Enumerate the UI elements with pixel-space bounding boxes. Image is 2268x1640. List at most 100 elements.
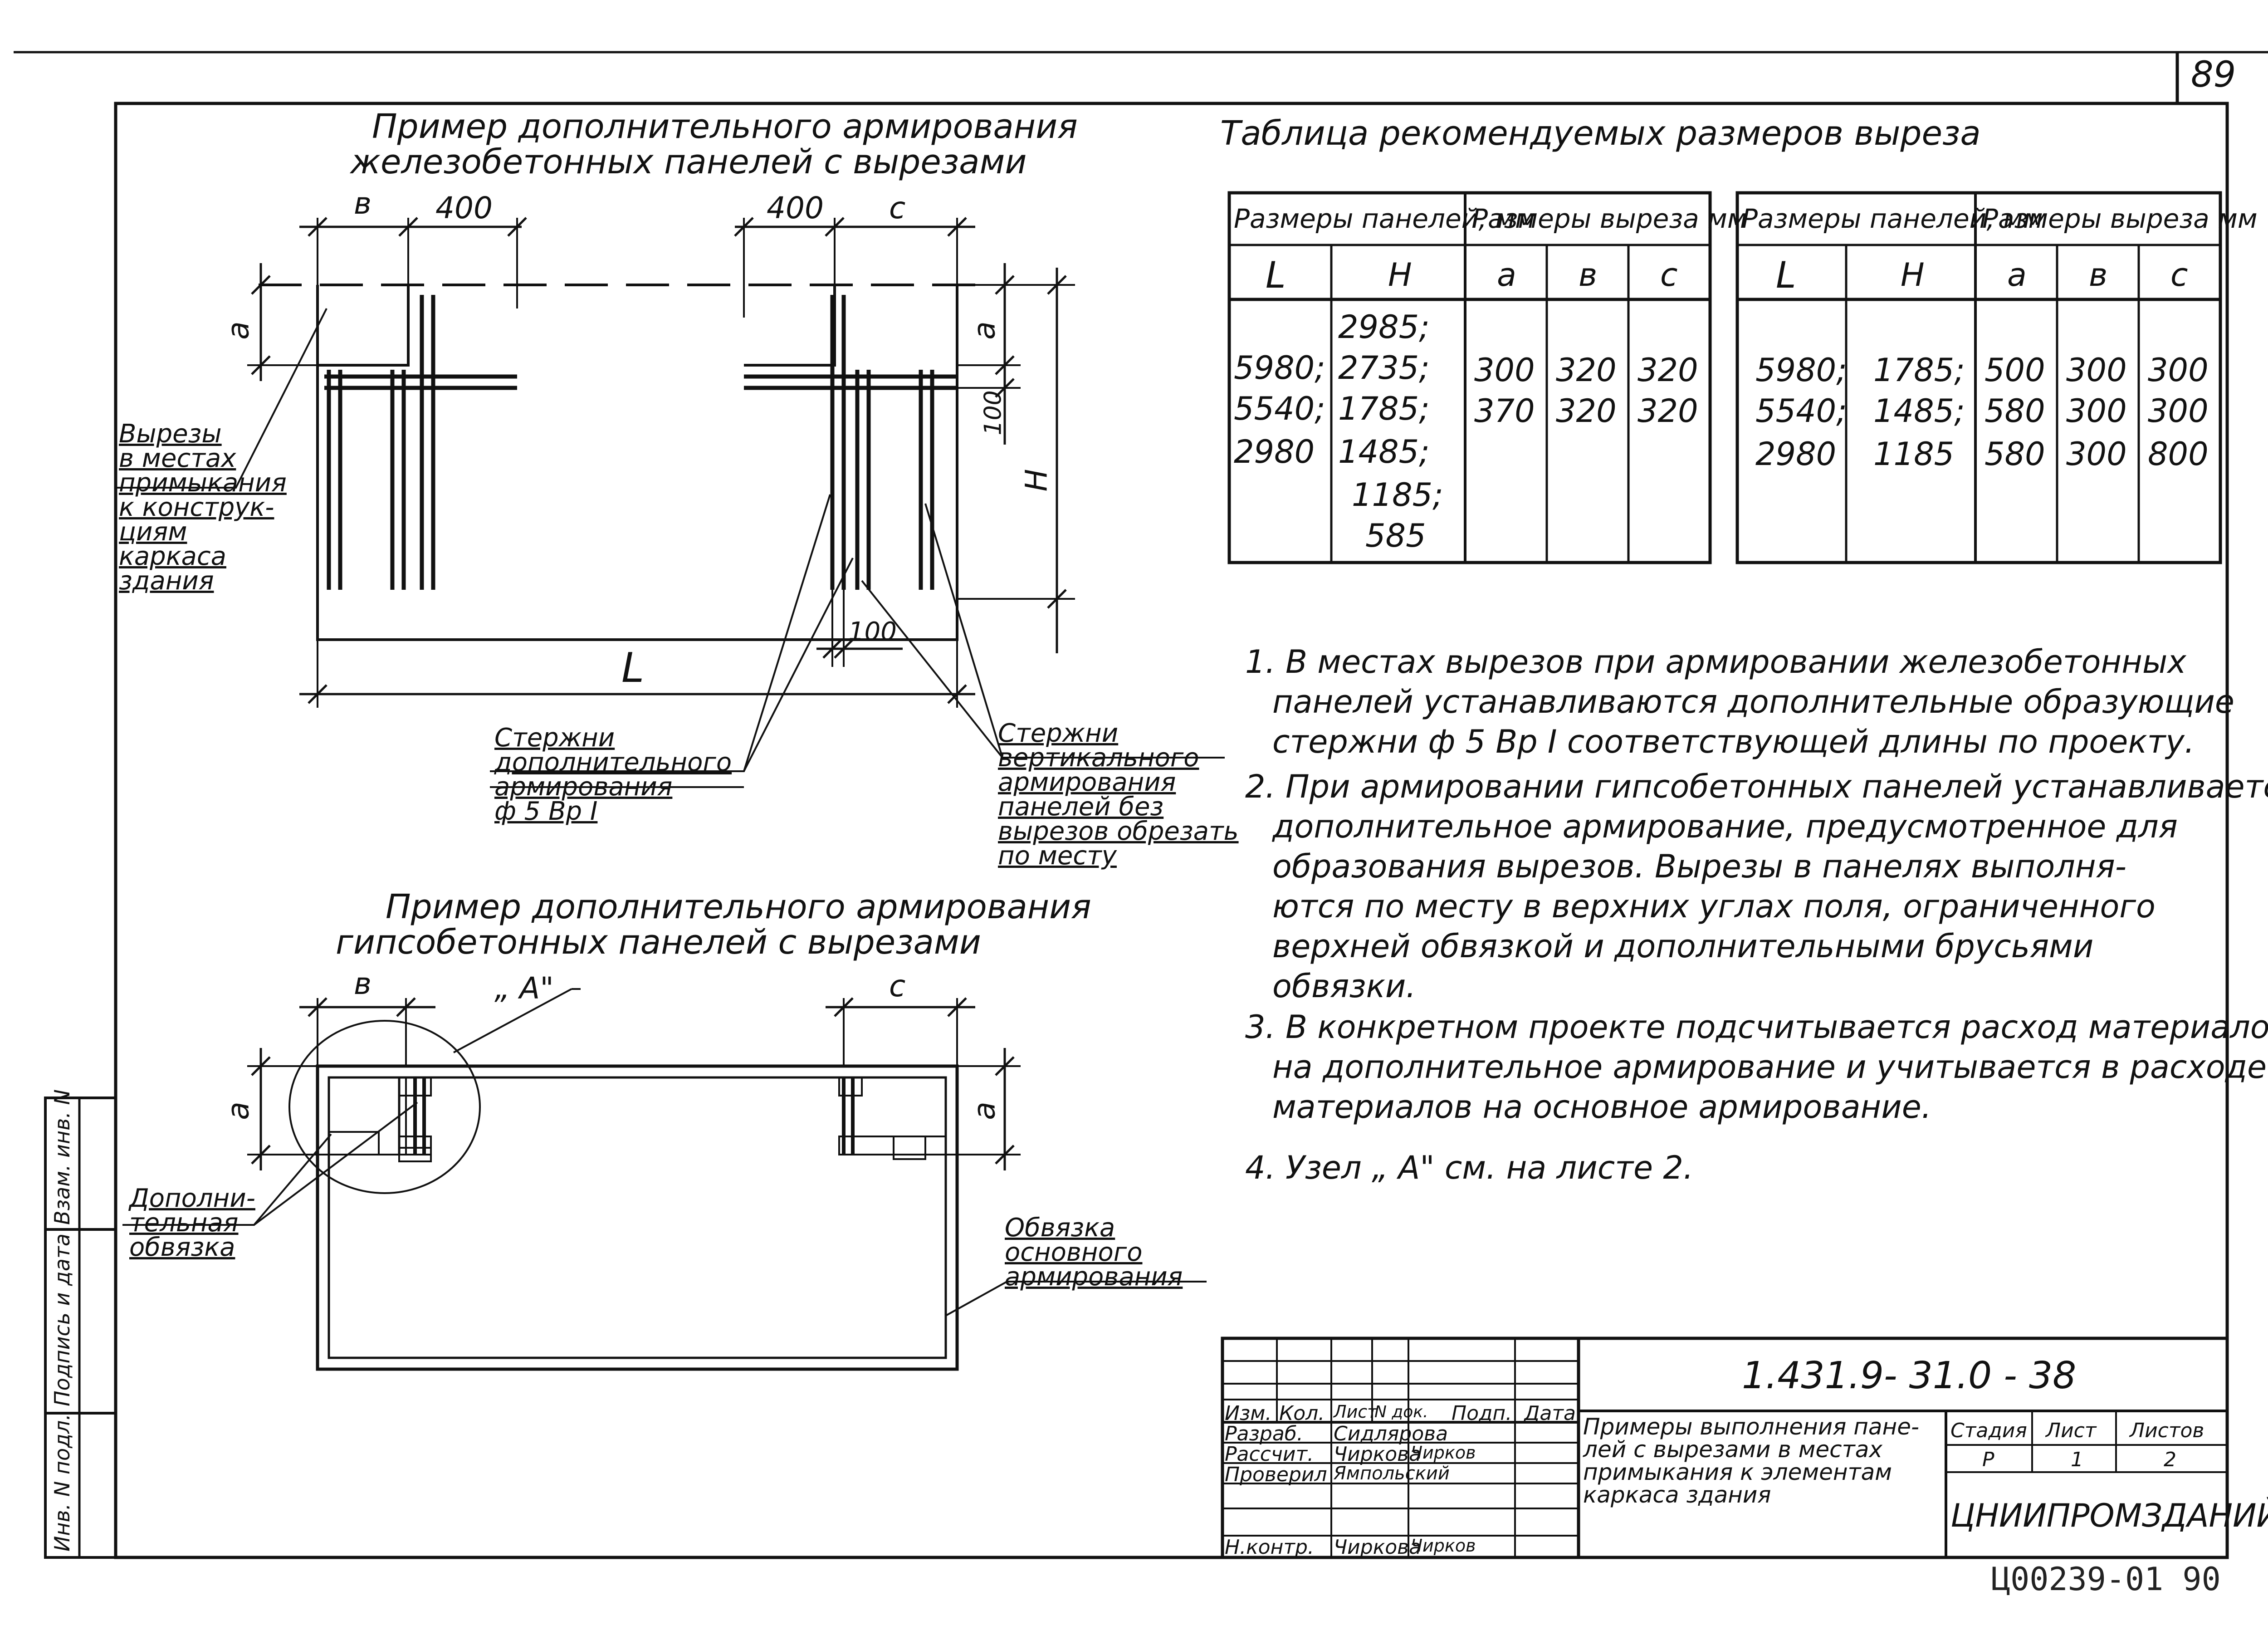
table-left-col-c: с [1660, 256, 1678, 294]
tl-a-1: 370 [1474, 392, 1535, 430]
tl-H-5: 585 [1365, 517, 1426, 554]
tl-H-2: 1785; [1338, 390, 1430, 427]
tr-c-1: 300 [2148, 392, 2209, 430]
tl-L-1: 5540; [1234, 390, 1325, 427]
tr-b-1: 300 [2066, 392, 2127, 430]
tb-sheets-label: Листов [2130, 1419, 2204, 1442]
table-left-group-cut: Размеры выреза мм [1472, 203, 1747, 234]
dim-H: Н [1019, 469, 1054, 492]
tl-c-0: 320 [1637, 352, 1698, 389]
table-right-col-a: а [2007, 256, 2027, 294]
tr-c-2: 800 [2148, 436, 2209, 473]
dim-b: в [354, 186, 371, 221]
note-1: 1. В местах вырезов при армировании желе… [1245, 643, 2234, 760]
tb-stage: Р [1982, 1448, 1994, 1471]
tb-col-ndok: N док. [1374, 1403, 1428, 1421]
tr-L-2: 2980 [1755, 436, 1837, 473]
tr-H-1: 1485; [1873, 392, 1965, 430]
dim2-b: в [354, 966, 371, 1001]
table-left-col-H: Н [1388, 256, 1412, 294]
dim-400-left: 400 [435, 191, 493, 225]
tr-a-1: 580 [1984, 392, 2045, 430]
tr-H-2: 1185 [1873, 436, 1955, 473]
side-stamp-replace: Взам. инв. N [50, 1089, 74, 1225]
label-additional-tie: Дополни-тельная обвязка [129, 1184, 255, 1262]
table-left-group-panel: Размеры панелей, мм [1234, 203, 1535, 234]
tb-sheet-label: Лист [2046, 1419, 2097, 1442]
tl-H-3: 1485; [1338, 433, 1430, 470]
tb-row0-role: Разраб. [1225, 1422, 1303, 1445]
table-title: Таблица рекомендуемых размеров выреза [1220, 114, 1981, 153]
doc-code: 1.431.9- 31.0 - 38 [1742, 1354, 2077, 1397]
tr-b-0: 300 [2066, 352, 2127, 389]
dim-L: L [621, 644, 645, 692]
dim-c: с [889, 191, 906, 225]
tl-c-1: 320 [1637, 392, 1698, 430]
tb-col-podp: Подп. [1452, 1402, 1512, 1425]
node-a-label: „ А" [494, 971, 554, 1006]
tb-description: Примеры выполнения пане- лей с вырезами … [1583, 1414, 1920, 1508]
dim-400-right: 400 [767, 191, 824, 225]
tb-row1-role: Рассчит. [1225, 1443, 1314, 1466]
table-left-col-a: а [1497, 256, 1516, 294]
side-stamp-inv: Инв. N подл. [50, 1414, 74, 1552]
dim-100-horizontal: 100 [848, 617, 897, 646]
tl-H-1: 2735; [1338, 349, 1430, 387]
tb-row2-name: Ямпольский [1334, 1463, 1450, 1484]
table-right-group-cut: Размеры выреза мм [1982, 203, 2258, 234]
table-right-col-H: Н [1901, 256, 1925, 294]
tl-b-0: 320 [1556, 352, 1617, 389]
note-4: 4. Узел „ А" см. на листе 2. [1245, 1149, 1694, 1186]
doc-number: Ц00239-01 90 [1991, 1561, 2221, 1598]
tl-H-4: 1185; [1352, 476, 1443, 514]
tr-a-2: 580 [1984, 436, 2045, 473]
side-stamp-signature: Подпись и дата [50, 1233, 74, 1406]
dim2-c: с [889, 969, 906, 1004]
tb-row3-role: Н.контр. [1225, 1536, 1314, 1559]
tl-H-0: 2985; [1338, 308, 1430, 346]
tb-row3-sign: Чирков [1411, 1536, 1476, 1556]
tb-row3-name: Чиркова [1334, 1536, 1422, 1559]
tb-row1-sign: Чирков [1411, 1443, 1476, 1463]
tb-row0-name: Сидлярова [1334, 1422, 1448, 1445]
dim-a-right: а [967, 321, 1002, 340]
tr-H-0: 1785; [1873, 352, 1965, 389]
table-left-col-L: L [1266, 254, 1286, 296]
table-right-col-L: L [1776, 254, 1796, 296]
tr-b-2: 300 [2066, 436, 2127, 473]
tb-stage-label: Стадия [1950, 1419, 2027, 1442]
tl-L-2: 2980 [1234, 433, 1315, 470]
sheet-number: 89 [2191, 54, 2236, 95]
drawing2-title: Пример дополнительного армирования гипсо… [336, 887, 1091, 962]
table-right-col-b: в [2089, 256, 2108, 294]
tb-row1-name: Чиркова [1334, 1443, 1422, 1466]
tr-L-0: 5980; [1755, 352, 1847, 389]
tb-sheet: 1 [2071, 1448, 2083, 1471]
tl-a-0: 300 [1474, 352, 1535, 389]
tl-b-1: 320 [1556, 392, 1617, 430]
tl-L-0: 5980; [1234, 349, 1325, 387]
tb-col-data: Дата [1524, 1402, 1576, 1425]
drawing1-title: Пример дополнительного армирования желез… [350, 107, 1078, 181]
tb-row2-role: Проверил [1225, 1463, 1327, 1486]
tb-col-kol: Кол. [1279, 1402, 1325, 1425]
note-2: 2. При армировании гипсобетонных панелей… [1245, 768, 2268, 1005]
tr-L-1: 5540; [1755, 392, 1847, 430]
tb-sheets: 2 [2164, 1448, 2176, 1471]
table-right-col-c: с [2170, 256, 2188, 294]
dim-a-left: а [220, 321, 256, 340]
table-left-col-b: в [1579, 256, 1598, 294]
note-3: 3. В конкретном проекте подсчитывается р… [1245, 1008, 2268, 1126]
table-right-group-panel: Размеры панелей, мм [1742, 203, 2043, 234]
tr-c-0: 300 [2148, 352, 2209, 389]
dim-100-vertical: 100 [979, 390, 1007, 436]
tb-organization: ЦНИИПРОМЗДАНИЙ [1950, 1497, 2268, 1534]
dim2-a-left: а [220, 1101, 256, 1120]
tb-col-izm: Изм. [1225, 1402, 1272, 1425]
dim2-a-right: а [967, 1101, 1002, 1120]
